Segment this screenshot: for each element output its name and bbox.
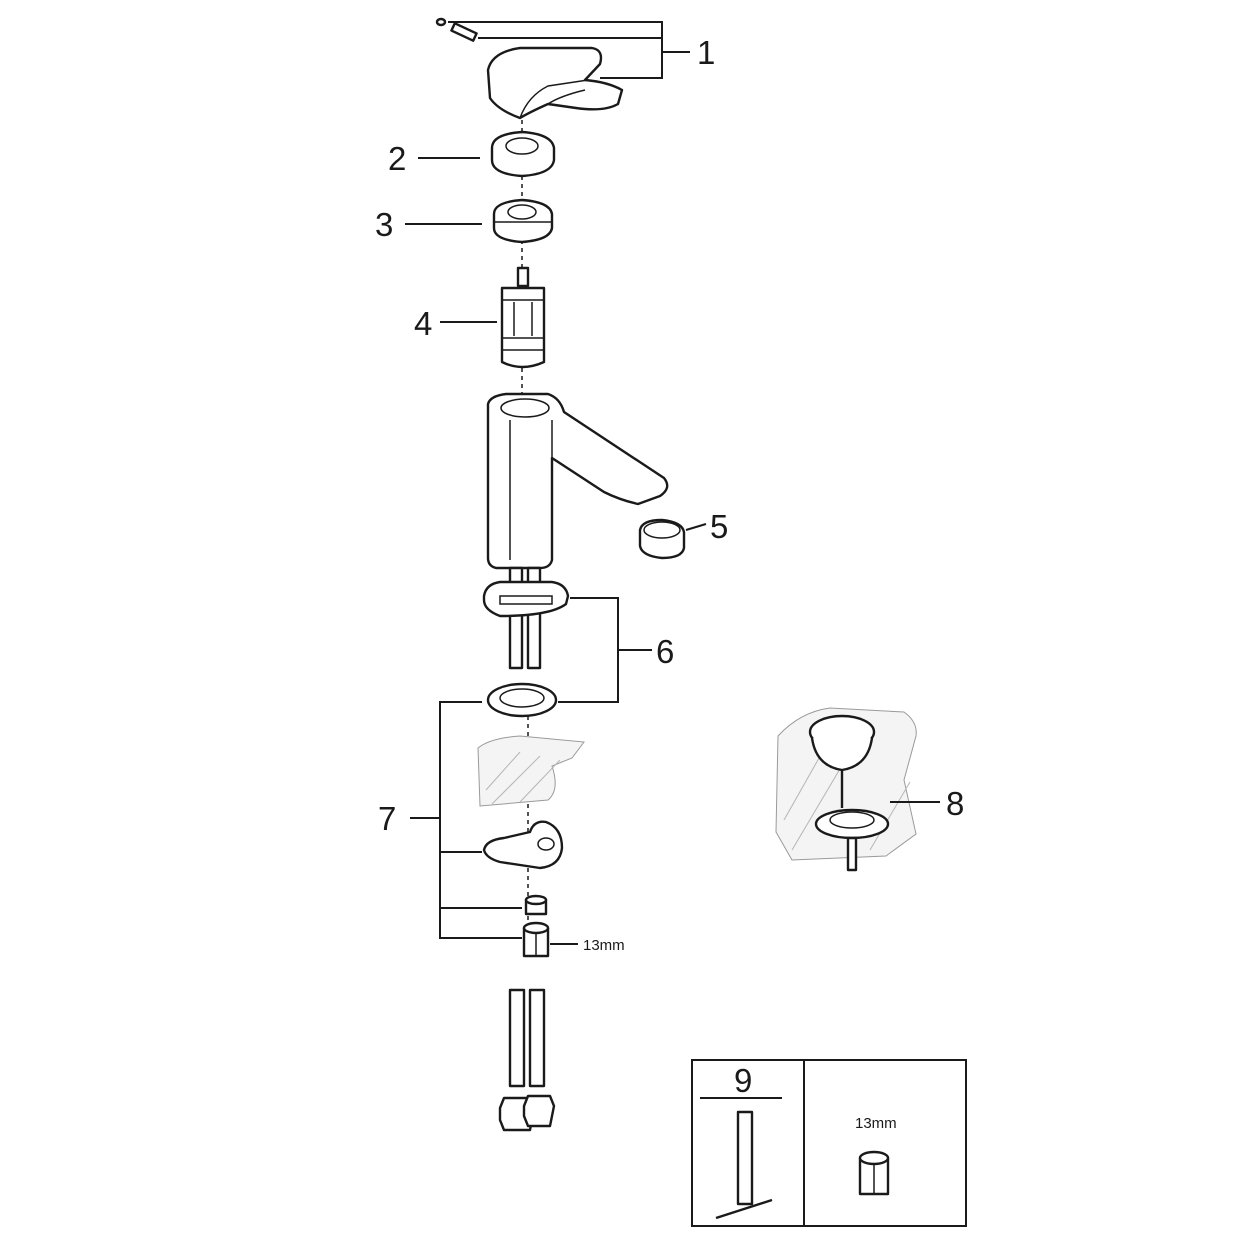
socket-nut-tool — [858, 1150, 890, 1196]
callout-1: 1 — [697, 34, 715, 71]
lever-handle — [486, 46, 624, 120]
aerator — [638, 518, 686, 560]
countertop-section — [477, 735, 585, 807]
base-gasket — [486, 682, 558, 718]
callout-8: 8 — [946, 785, 964, 822]
mixing-cartridge — [500, 266, 546, 369]
callout-5: 5 — [710, 508, 728, 545]
nut-size-label: 13mm — [583, 937, 625, 954]
tool-box — [691, 1059, 967, 1227]
callout-7: 7 — [378, 800, 396, 837]
callout-7-leader — [410, 701, 522, 939]
callout-5-leader — [685, 523, 707, 531]
callout-6: 6 — [656, 633, 674, 670]
callout-4: 4 — [414, 305, 432, 342]
tool-size-label: 13mm — [855, 1115, 897, 1132]
mounting-bracket — [482, 820, 564, 870]
cartridge-nut — [492, 198, 554, 244]
base-plate — [482, 580, 570, 618]
callout-1-leader — [448, 21, 690, 79]
allen-key-tool — [715, 1110, 773, 1220]
supply-hoses — [498, 988, 556, 1132]
cover-ring — [490, 130, 556, 178]
callout-9: 9 — [734, 1062, 752, 1099]
faucet-body — [486, 392, 669, 570]
handle-screw — [435, 17, 478, 42]
callout-6-leader — [558, 597, 652, 703]
pop-up-drain — [775, 707, 917, 872]
callout-2: 2 — [388, 140, 406, 177]
mounting-nut — [522, 921, 550, 958]
mounting-washer — [524, 894, 548, 916]
callout-3: 3 — [375, 206, 393, 243]
